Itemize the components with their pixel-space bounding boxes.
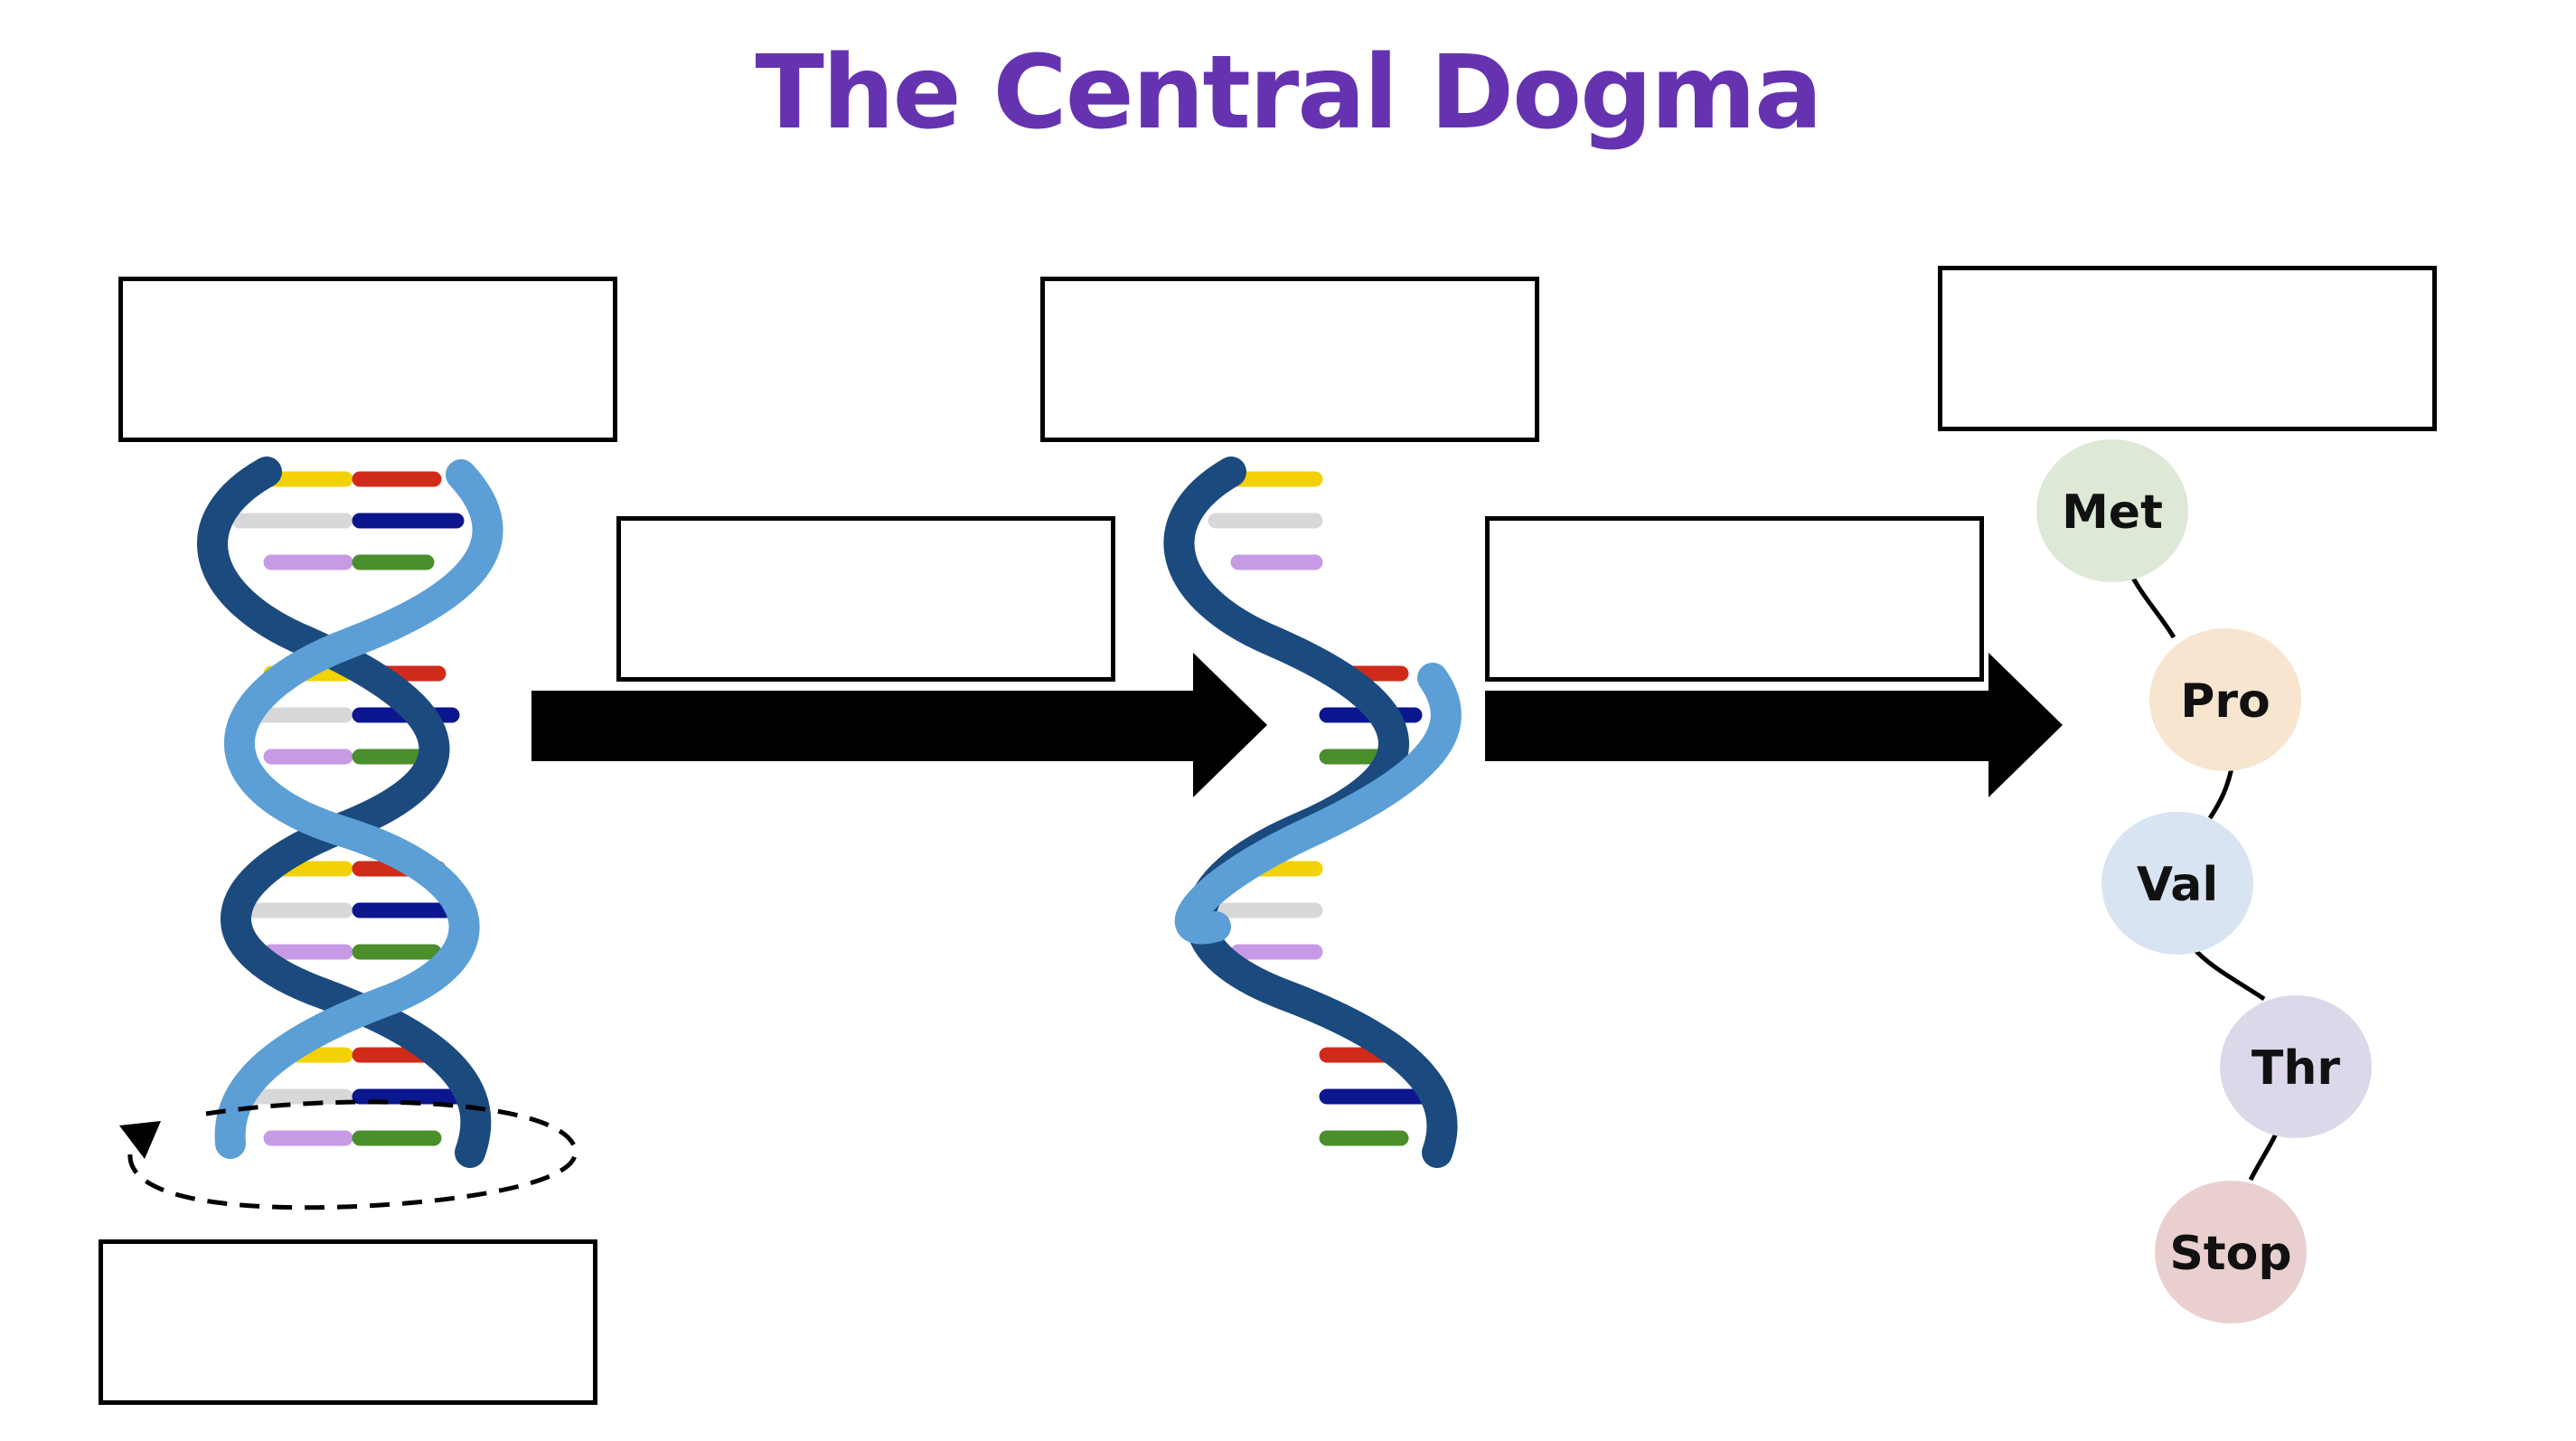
amino-acid-label-pro: Pro: [2180, 674, 2270, 729]
amino-acid-met: [2036, 439, 2188, 582]
replication-cycle-arrow-icon: [119, 1099, 578, 1210]
amino-acid-label-met: Met: [2062, 485, 2163, 540]
translation-arrow-icon: [1485, 653, 2063, 797]
page-title: The Central Dogma: [755, 34, 1822, 152]
amino-acid-label-val: Val: [2137, 858, 2218, 912]
rna-single-strand-icon: [1163, 457, 1462, 1168]
amino-acid-val: [2101, 812, 2253, 955]
amino-acid-pro: [2149, 628, 2301, 771]
amino-acid-label-stop: Stop: [2169, 1227, 2291, 1281]
amino-acid-chain: Met Pro Val Thr Stop: [2036, 439, 2372, 1323]
replication-label-box[interactable]: [99, 1239, 597, 1405]
amino-acid-stop: [2155, 1181, 2307, 1323]
protein-label-box[interactable]: [1938, 266, 2437, 431]
transcription-arrow-icon: [531, 653, 1267, 797]
rna-label-box[interactable]: [1040, 277, 1539, 442]
transcription-label-box[interactable]: [616, 516, 1115, 682]
amino-acid-thr: [2220, 995, 2372, 1138]
dna-label-box[interactable]: [118, 277, 617, 442]
dna-double-helix-icon: [197, 457, 503, 1168]
amino-acid-label-thr: Thr: [2252, 1041, 2340, 1096]
translation-label-box[interactable]: [1485, 516, 1984, 682]
